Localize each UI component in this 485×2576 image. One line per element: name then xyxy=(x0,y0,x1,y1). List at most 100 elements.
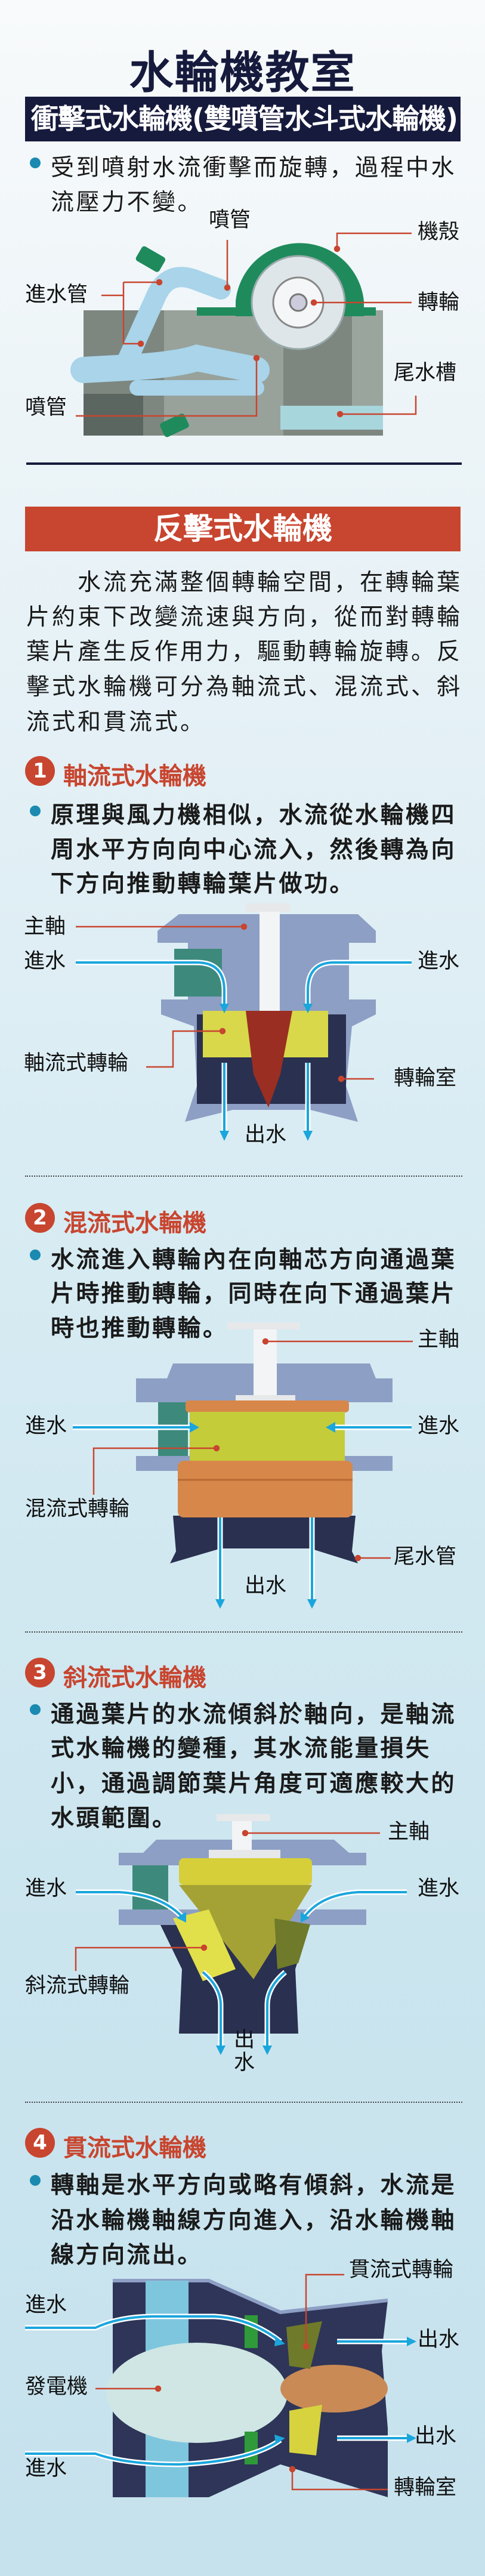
reaction-paragraph-line: 擊式水輪機可分為軸流式、混流式、斜 xyxy=(26,674,463,701)
diagonal-turbine-diagram xyxy=(75,1814,407,2055)
label-nozzle-bottom: 噴管 xyxy=(25,396,67,419)
type3-text-line: 小，通過調節葉片角度可適應較大的 xyxy=(51,1770,457,1797)
reaction-paragraph-line: 水流充滿整個轉輪空間，在轉輪葉 xyxy=(78,569,463,596)
flow-arrow-lines xyxy=(25,2315,409,2466)
leader-lines xyxy=(76,923,374,1082)
label-runner: 斜流式轉輪 xyxy=(25,1974,130,1998)
arrow-heads xyxy=(177,1912,310,2055)
label-tailrace: 尾水槽 xyxy=(394,361,457,385)
arrow-heads xyxy=(220,1004,313,1141)
type2-text-line: 水流進入轉輪內在向軸芯方向通過葉 xyxy=(51,1247,457,1273)
label-runner: 混流式轉輪 xyxy=(25,1497,130,1521)
flow-arrow-lines xyxy=(76,1891,407,2047)
flow-arrow-lines xyxy=(76,961,412,1134)
flow-arrow-lines xyxy=(73,1426,412,1602)
type3-text-line: 通過葉片的水流傾斜於軸向，是軸流 xyxy=(51,1701,457,1728)
label-nozzle-top: 噴管 xyxy=(209,208,251,232)
section-number-badge: 3 xyxy=(25,1658,55,1687)
type2-text-line: 片時推動轉輪，同時在向下通過葉片 xyxy=(51,1281,457,1307)
type1-text-line: 原理與風力機相似，水流從水輪機四 xyxy=(51,802,457,829)
label-draft-tube: 尾水管 xyxy=(394,1545,457,1569)
bullet-dot xyxy=(30,2175,41,2186)
axial-turbine-diagram xyxy=(76,903,412,1141)
label-chamber: 轉輪室 xyxy=(394,1066,457,1090)
section-title: 軸流式水輪機 xyxy=(63,763,206,790)
dotted-divider xyxy=(25,2102,462,2103)
label-outlet: 水 xyxy=(234,2051,255,2075)
label-runner: 軸流式轉輪 xyxy=(24,1051,129,1075)
label-outlet: 出 xyxy=(234,2028,255,2052)
section-divider xyxy=(26,462,462,465)
label-inlet-pipe: 進水管 xyxy=(25,283,88,307)
arrow-heads xyxy=(274,2336,416,2444)
label-inlet-right: 進水 xyxy=(418,949,460,973)
section-title: 混流式水輪機 xyxy=(63,1210,206,1237)
arrow-heads xyxy=(190,1422,335,1609)
page-title: 水輪機教室 xyxy=(129,47,356,98)
label-outlet: 出水 xyxy=(245,1574,287,1598)
runner-wheel xyxy=(251,255,346,350)
label-inlet-bottom: 進水 xyxy=(25,2457,67,2481)
label-inlet-right: 進水 xyxy=(418,1414,460,1438)
label-shaft: 主軸 xyxy=(24,915,66,939)
label-shaft: 主軸 xyxy=(418,1328,460,1352)
leader-lines xyxy=(76,232,417,418)
francis-turbine-diagram xyxy=(73,1322,413,1609)
impulse-text-line: 受到噴射水流衝擊而旋轉，過程中水 xyxy=(51,155,457,181)
label-chamber: 轉輪室 xyxy=(394,2476,457,2500)
pelton-turbine-diagram xyxy=(70,232,417,437)
section-title: 貫流式水輪機 xyxy=(63,2134,206,2162)
main-shaft xyxy=(246,903,291,1011)
reaction-paragraph-line: 流式和貫流式。 xyxy=(26,709,206,736)
tubular-runner xyxy=(245,2315,388,2464)
label-inlet-left: 進水 xyxy=(25,1414,67,1438)
type4-text-line: 沿水輪機軸線方向進入，沿水輪機軸 xyxy=(51,2207,457,2234)
inlet-pipes xyxy=(70,267,270,396)
label-inlet-left: 進水 xyxy=(25,1877,67,1901)
main-shaft xyxy=(209,1814,280,1858)
section-number-badge: 4 xyxy=(25,2128,55,2158)
label-outlet-bottom: 出水 xyxy=(415,2424,457,2448)
lower-nozzle xyxy=(160,414,189,437)
impulse-header: 衝擊式水輪機(雙噴管水斗式水輪機) xyxy=(25,97,461,141)
section-number-badge: 2 xyxy=(25,1203,55,1233)
type1-text-line: 下方向推動轉輪葉片做功。 xyxy=(51,871,356,897)
reaction-paragraph-line: 葉片產生反作用力，驅動轉輪旋轉。反 xyxy=(26,638,463,665)
bullet-dot xyxy=(30,806,41,816)
bullet-dot xyxy=(30,158,41,168)
generator-bulb xyxy=(106,2343,288,2443)
label-inlet-left: 進水 xyxy=(24,949,66,973)
section-number-badge: 1 xyxy=(25,756,55,786)
type4-text-line: 轉軸是水平方向或略有傾斜，水流是 xyxy=(51,2172,457,2199)
diagonal-runner xyxy=(173,1858,312,1981)
type1-text-line: 周水平方向向中心流入，然後轉為向 xyxy=(51,837,457,863)
type3-text-line: 水頭範圍。 xyxy=(51,1805,178,1832)
axial-runner xyxy=(203,1011,328,1107)
leader-lines xyxy=(75,1830,380,1971)
label-casing: 機殼 xyxy=(418,220,460,244)
section-title: 斜流式水輪機 xyxy=(63,1664,206,1692)
upper-nozzle xyxy=(135,246,166,272)
label-outlet-top: 出水 xyxy=(418,2328,460,2352)
label-inlet-top: 進水 xyxy=(25,2293,67,2317)
reaction-paragraph-line: 片約束下改變流速與方向，從而對轉輪 xyxy=(26,604,463,631)
leader-lines xyxy=(95,2273,388,2491)
type3-text-line: 式水輪機的變種，其水流能量損失 xyxy=(51,1735,431,1762)
type2-text-line: 時也推動轉輪。 xyxy=(51,1315,228,1342)
reaction-header: 反擊式水輪機 xyxy=(25,507,461,551)
bulb-turbine-diagram xyxy=(25,2273,416,2497)
label-runner: 貫流式轉輪 xyxy=(349,2258,454,2282)
bullet-dot xyxy=(30,1250,41,1260)
label-outlet: 出水 xyxy=(245,1123,287,1147)
impulse-text-line: 流壓力不變。 xyxy=(51,189,203,216)
bullet-dot xyxy=(30,1704,41,1715)
dotted-divider xyxy=(25,1176,462,1177)
label-generator: 發電機 xyxy=(25,2375,88,2399)
francis-runner xyxy=(178,1400,353,1517)
type4-text-line: 線方向流出。 xyxy=(51,2242,203,2269)
label-shaft: 主軸 xyxy=(388,1820,430,1844)
label-inlet-right: 進水 xyxy=(418,1877,460,1901)
leader-lines xyxy=(92,1338,413,1562)
dotted-divider xyxy=(25,1631,462,1633)
